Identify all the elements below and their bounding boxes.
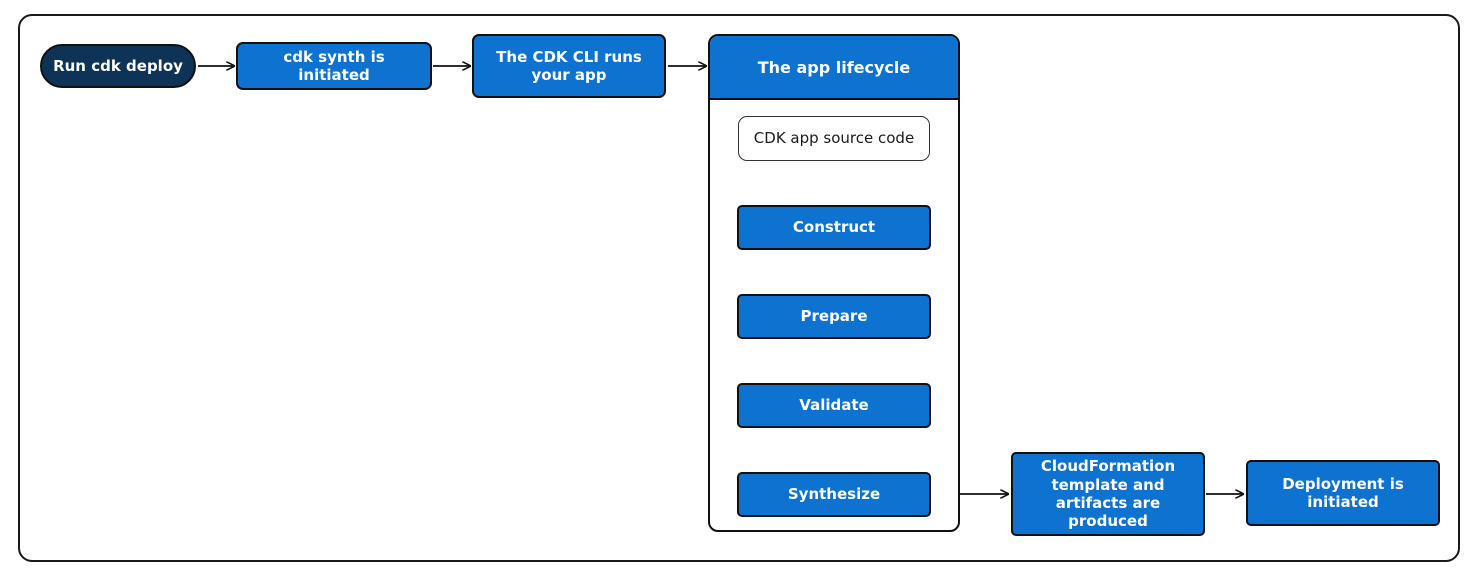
node-cdk-synth-initiated[interactable]: cdk synth is initiated xyxy=(236,42,432,90)
node-cdk-cli-runs-app-label: The CDK CLI runs your app xyxy=(496,47,642,84)
node-run-cdk-deploy[interactable]: Run cdk deploy xyxy=(40,44,196,88)
node-deployment-initiated[interactable]: Deployment is initiated xyxy=(1246,460,1440,526)
node-synthesize-label: Synthesize xyxy=(787,485,881,504)
node-construct-label: Construct xyxy=(792,218,876,237)
node-synthesize[interactable]: Synthesize xyxy=(737,472,931,517)
node-cdk-synth-initiated-label: cdk synth is initiated xyxy=(283,47,385,84)
node-validate-label: Validate xyxy=(799,396,869,415)
node-deployment-initiated-label: Deployment is initiated xyxy=(1282,474,1404,511)
node-validate[interactable]: Validate xyxy=(737,383,931,428)
node-cdk-app-source-code-label: CDK app source code xyxy=(753,129,915,148)
node-prepare[interactable]: Prepare xyxy=(737,294,931,339)
group-app-lifecycle: The app lifecycle xyxy=(708,34,960,532)
node-cdk-cli-runs-app[interactable]: The CDK CLI runs your app xyxy=(472,34,666,98)
node-cfn-template-artifacts-label: CloudFormation template and artifacts ar… xyxy=(1040,457,1176,531)
node-construct[interactable]: Construct xyxy=(737,205,931,250)
group-app-lifecycle-header[interactable]: The app lifecycle xyxy=(710,36,958,100)
node-cdk-app-source-code[interactable]: CDK app source code xyxy=(738,116,930,161)
group-app-lifecycle-title: The app lifecycle xyxy=(757,57,911,77)
node-run-cdk-deploy-label: Run cdk deploy xyxy=(53,56,183,75)
node-prepare-label: Prepare xyxy=(800,307,868,326)
node-cfn-template-artifacts[interactable]: CloudFormation template and artifacts ar… xyxy=(1011,452,1205,536)
